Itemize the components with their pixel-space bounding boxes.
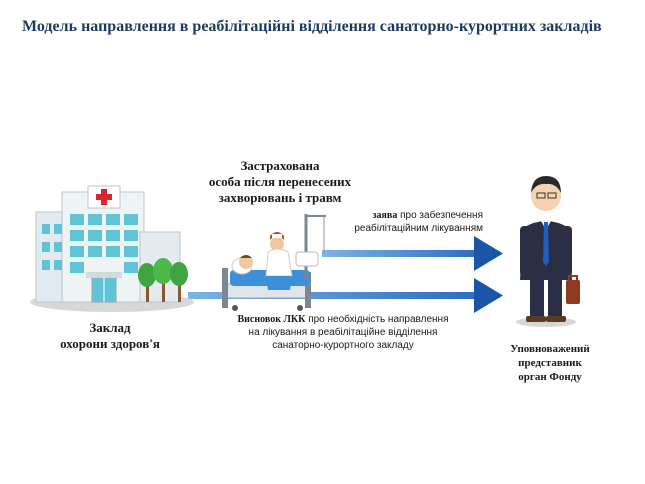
lkk-note: Висновок ЛКК про необхідність направленн…	[228, 313, 458, 352]
insured-person-label: Застрахована особа після перенесених зах…	[190, 158, 370, 206]
arrow-request	[322, 236, 503, 271]
request-note-bold: заява	[372, 210, 398, 221]
arrow-lkk	[188, 278, 503, 313]
request-note: заява про забезпечення реабілітаційним л…	[348, 209, 483, 235]
hospital-icon	[30, 185, 194, 312]
lkk-note-text: про необхідність направлення на лікуванн…	[248, 314, 449, 351]
nurse-icon	[265, 232, 293, 290]
official-icon	[516, 176, 580, 327]
page-title: Модель направлення в реабілітаційні відд…	[22, 18, 602, 35]
hospital-label: Заклад охорони здоров'я	[40, 320, 180, 352]
lkk-note-bold: Висновок ЛКК	[237, 314, 306, 325]
hospital-label-text: Заклад охорони здоров'я	[60, 320, 160, 351]
official-label-text: Уповноважений представник орган Фонду	[510, 343, 590, 383]
insured-person-label-text: Застрахована особа після перенесених зах…	[208, 158, 352, 205]
request-note-text: про забезпечення реабілітаційним лікуван…	[354, 210, 483, 234]
official-label: Уповноважений представник орган Фонду	[492, 342, 608, 384]
tree-icon	[138, 258, 188, 302]
